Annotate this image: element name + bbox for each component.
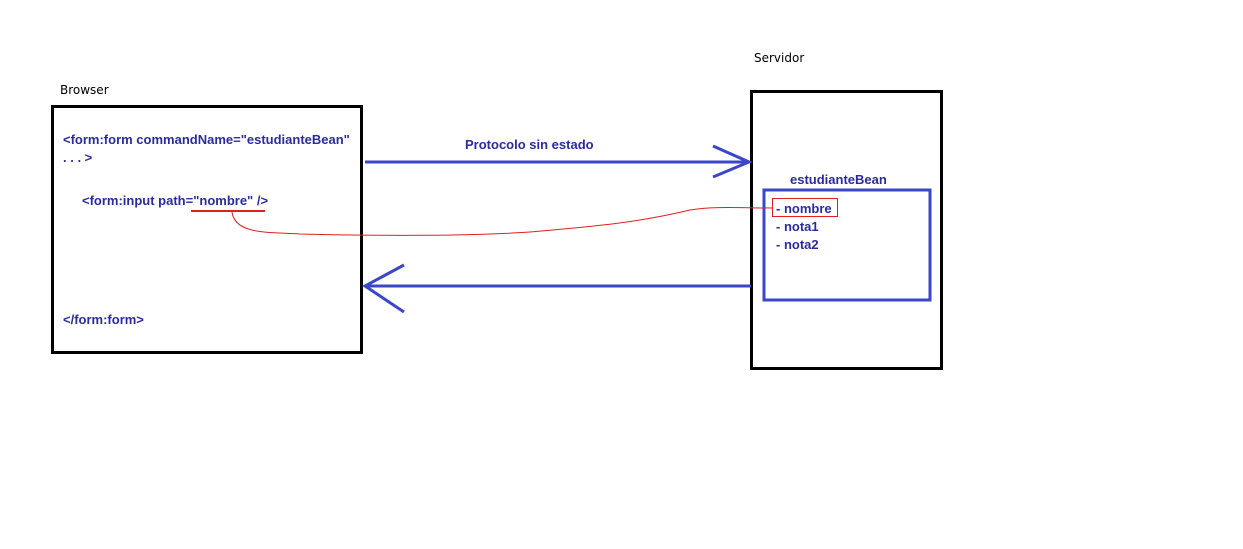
server-box [750,90,943,370]
code-input-value: "nombre" [193,193,254,208]
code-form-close: </form:form> [63,312,144,327]
bean-box [762,188,932,302]
browser-label: Browser [60,83,109,97]
code-input-suffix: /> [253,193,269,208]
binding-curve [231,207,773,236]
bean-title: estudianteBean [790,172,887,187]
response-arrow [362,263,751,314]
code-input-prefix: <form:input path= [82,193,194,208]
request-arrow-label: Protocolo sin estado [465,137,594,152]
request-arrow [365,144,753,179]
code-form-open: <form:form commandName="estudianteBean" [63,132,350,147]
server-label: Servidor [754,51,805,65]
bean-field-nota1: - nota1 [776,219,819,234]
nombre-highlight [772,198,838,217]
bean-field-nota2: - nota2 [776,237,819,252]
bean-field-nombre: - nombre [776,201,832,216]
code-form-input: <form:input path="nombre" /> [82,193,268,208]
browser-box [51,105,363,354]
code-form-ellipsis: . . . > [63,150,93,165]
